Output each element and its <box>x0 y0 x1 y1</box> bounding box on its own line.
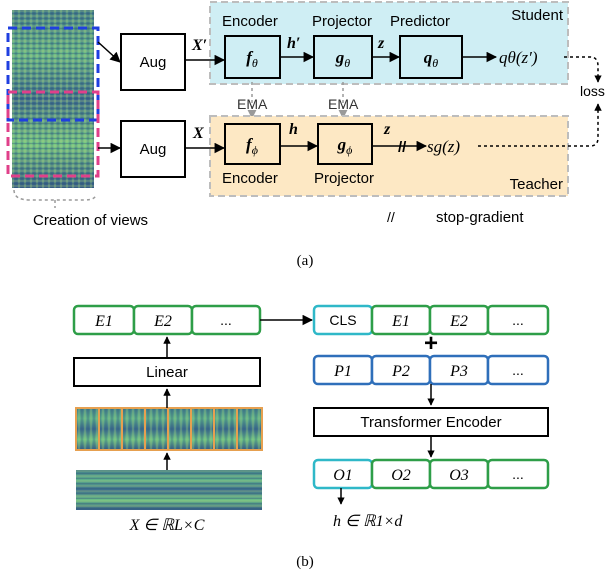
output-label-4: ... <box>512 466 524 482</box>
view-crop-blue <box>6 26 100 122</box>
teacher-projector-box <box>317 123 373 165</box>
student-encoder-box <box>224 35 281 79</box>
token-label-3: ... <box>512 312 524 328</box>
student-predictor-label: Predictor <box>390 13 450 30</box>
caption-b: (b) <box>296 554 314 570</box>
stopgrad-mark: // <box>398 139 407 156</box>
output-cell-4 <box>486 458 550 490</box>
patch-strip <box>75 407 263 451</box>
output-row: O1 O2 O3 ... <box>312 458 550 490</box>
teacher-z-var: z <box>383 121 391 138</box>
student-h-var: h′ <box>287 35 300 52</box>
position-label-1: P1 <box>333 363 352 380</box>
output-label-1: O1 <box>333 467 353 484</box>
position-label-3: P3 <box>449 363 468 380</box>
patch-embed-label-2: E2 <box>153 313 172 330</box>
student-predictor-symbol: qθ <box>424 48 439 70</box>
views-label: Creation of views <box>33 212 148 229</box>
teacher-projector-symbol: gϕ <box>337 135 353 157</box>
aug-box-teacher <box>120 120 186 178</box>
transformer-box <box>313 407 549 437</box>
loss-label: loss <box>580 83 605 99</box>
patch-embed-label-3: ... <box>220 312 232 328</box>
position-label-2: P2 <box>391 363 410 380</box>
teacher-encoder-box <box>224 123 281 165</box>
input-spectrogram <box>76 470 262 510</box>
teacher-input-var: X <box>192 125 204 142</box>
input-formula: X ∈ ℝL×C <box>129 517 205 534</box>
teacher-group-label: Teacher <box>510 176 563 193</box>
linear-box <box>73 357 261 387</box>
patch-embed-label-1: E1 <box>94 313 113 330</box>
student-encoder-symbol: fθ <box>246 48 258 70</box>
teacher-h-var: h <box>289 121 298 138</box>
caption-a: (a) <box>297 253 314 269</box>
token-cell-3 <box>486 304 550 336</box>
student-encoder-label: Encoder <box>222 13 278 30</box>
token-label-2: E2 <box>449 313 468 330</box>
aug-label-student: Aug <box>140 54 167 71</box>
token-row: CLS E1 E2 ... <box>312 304 550 336</box>
output-formula: h ∈ ℝ1×d <box>333 513 403 530</box>
teacher-encoder-symbol: fϕ <box>246 135 258 157</box>
patch-embedding-row: E1 E2 ... <box>72 304 262 336</box>
student-output: qθ(z′) <box>499 48 538 67</box>
teacher-encoder-label: Encoder <box>222 170 278 187</box>
plus-sign: + <box>424 330 438 357</box>
teacher-output: sg(z) <box>427 137 460 156</box>
loss-link-student <box>564 56 602 83</box>
linear-label: Linear <box>146 364 188 381</box>
cls-token-label: CLS <box>329 312 356 328</box>
token-label-1: E1 <box>391 313 410 330</box>
spectrogram-input <box>12 10 94 188</box>
position-cell-4 <box>486 354 550 386</box>
position-label-4: ... <box>512 362 524 378</box>
student-predictor-box <box>399 35 463 79</box>
student-z-var: z <box>377 35 385 52</box>
student-projector-label: Projector <box>312 13 372 30</box>
legend-text: stop-gradient <box>436 209 524 226</box>
legend-mark: // <box>387 209 395 225</box>
panel-b: E1 E2 ... Linear X <box>72 304 550 570</box>
ema-label-projector: EMA <box>328 96 359 112</box>
teacher-projector-label: Projector <box>314 170 374 187</box>
position-row: P1 P2 P3 ... <box>312 354 550 386</box>
views-brace <box>13 189 97 201</box>
student-input-var: X′ <box>191 37 207 54</box>
output-label-3: O3 <box>449 467 469 484</box>
transformer-label: Transformer Encoder <box>360 414 501 431</box>
output-label-2: O2 <box>391 467 411 484</box>
arrow-view1-to-aug <box>97 41 121 63</box>
ema-label-encoder: EMA <box>237 96 268 112</box>
student-group-label: Student <box>511 7 564 24</box>
aug-box-student <box>120 33 186 91</box>
aug-label-teacher: Aug <box>140 141 167 158</box>
view-crop-pink <box>6 90 100 178</box>
panel-a: Creation of views Aug Aug Student Encode… <box>6 1 605 269</box>
student-projector-symbol: gθ <box>335 48 351 70</box>
